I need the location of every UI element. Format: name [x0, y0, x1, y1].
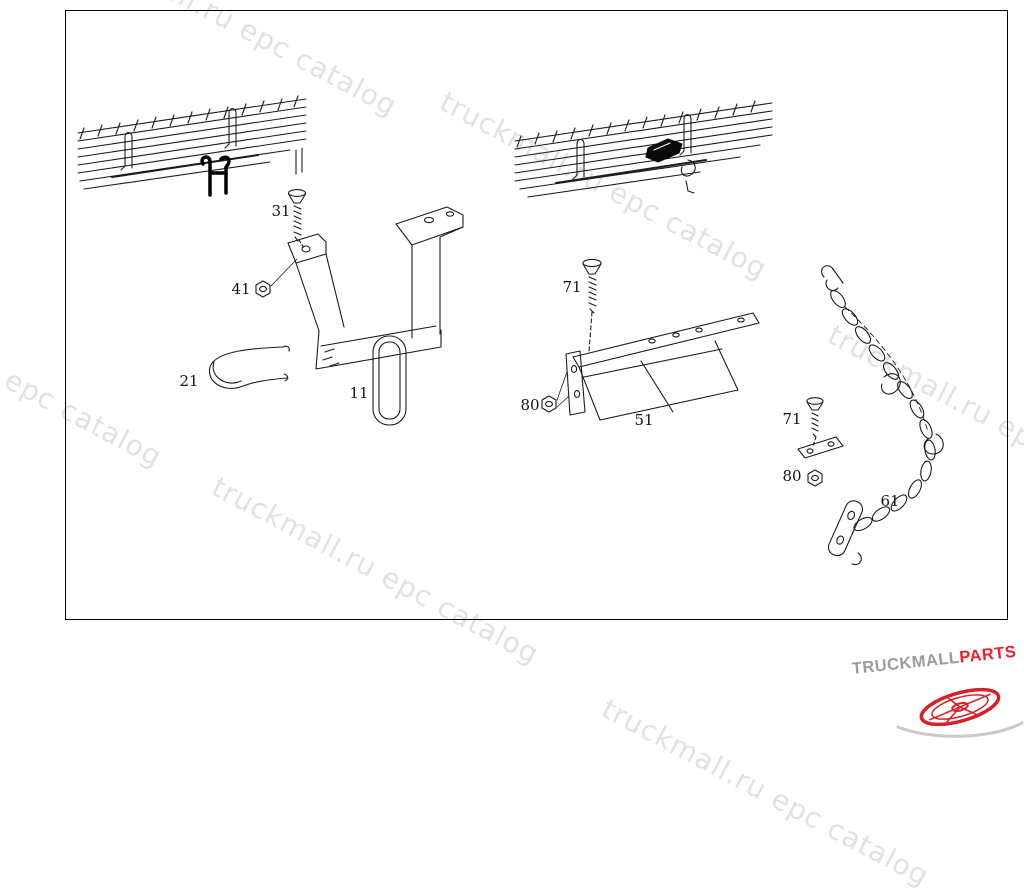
black-clip	[645, 138, 683, 163]
chain-end-strap	[827, 500, 864, 557]
part-callout-71-middle: 71	[562, 278, 582, 296]
part-callout-41: 41	[231, 280, 251, 298]
screw-part-71-middle	[582, 258, 602, 353]
part-callout-71-right: 71	[782, 410, 802, 428]
part-callout-80-middle: 80	[520, 396, 540, 414]
roof-grid-right	[514, 100, 773, 198]
part-callout-61: 61	[880, 492, 900, 510]
screw-part-31	[287, 189, 307, 249]
wire-hook	[680, 159, 696, 194]
spring-clip-part-21	[209, 345, 290, 389]
mount-pin	[679, 113, 692, 156]
nut-part-80-middle	[541, 395, 557, 413]
part-callout-11: 11	[349, 384, 369, 402]
chain-part-61	[821, 265, 944, 566]
mount-pin	[224, 107, 237, 149]
bracket-part-51	[556, 312, 760, 421]
brand-logo: TRUCKMALLPARTS	[851, 643, 1024, 739]
wheel-icon	[896, 687, 1024, 738]
nut-part-41	[255, 258, 298, 298]
bracket-part-11	[287, 206, 464, 426]
nut-part-80-right	[807, 469, 823, 487]
mount-pin	[120, 131, 133, 171]
part-callout-51: 51	[634, 411, 654, 429]
roof-grid-left	[77, 95, 307, 197]
mount-pin	[572, 138, 585, 180]
top-hook	[821, 265, 844, 291]
strap-loop	[372, 335, 407, 426]
black-clamp	[200, 155, 231, 197]
screw-part-71-right	[806, 397, 824, 447]
right-hook	[923, 433, 944, 455]
part-callout-21: 21	[179, 372, 199, 390]
part-callout-80-right: 80	[782, 467, 802, 485]
parts-diagram	[65, 10, 1008, 620]
mid-hook	[880, 373, 901, 395]
strap-bracket-right	[797, 436, 844, 459]
part-callout-31: 31	[271, 202, 291, 220]
